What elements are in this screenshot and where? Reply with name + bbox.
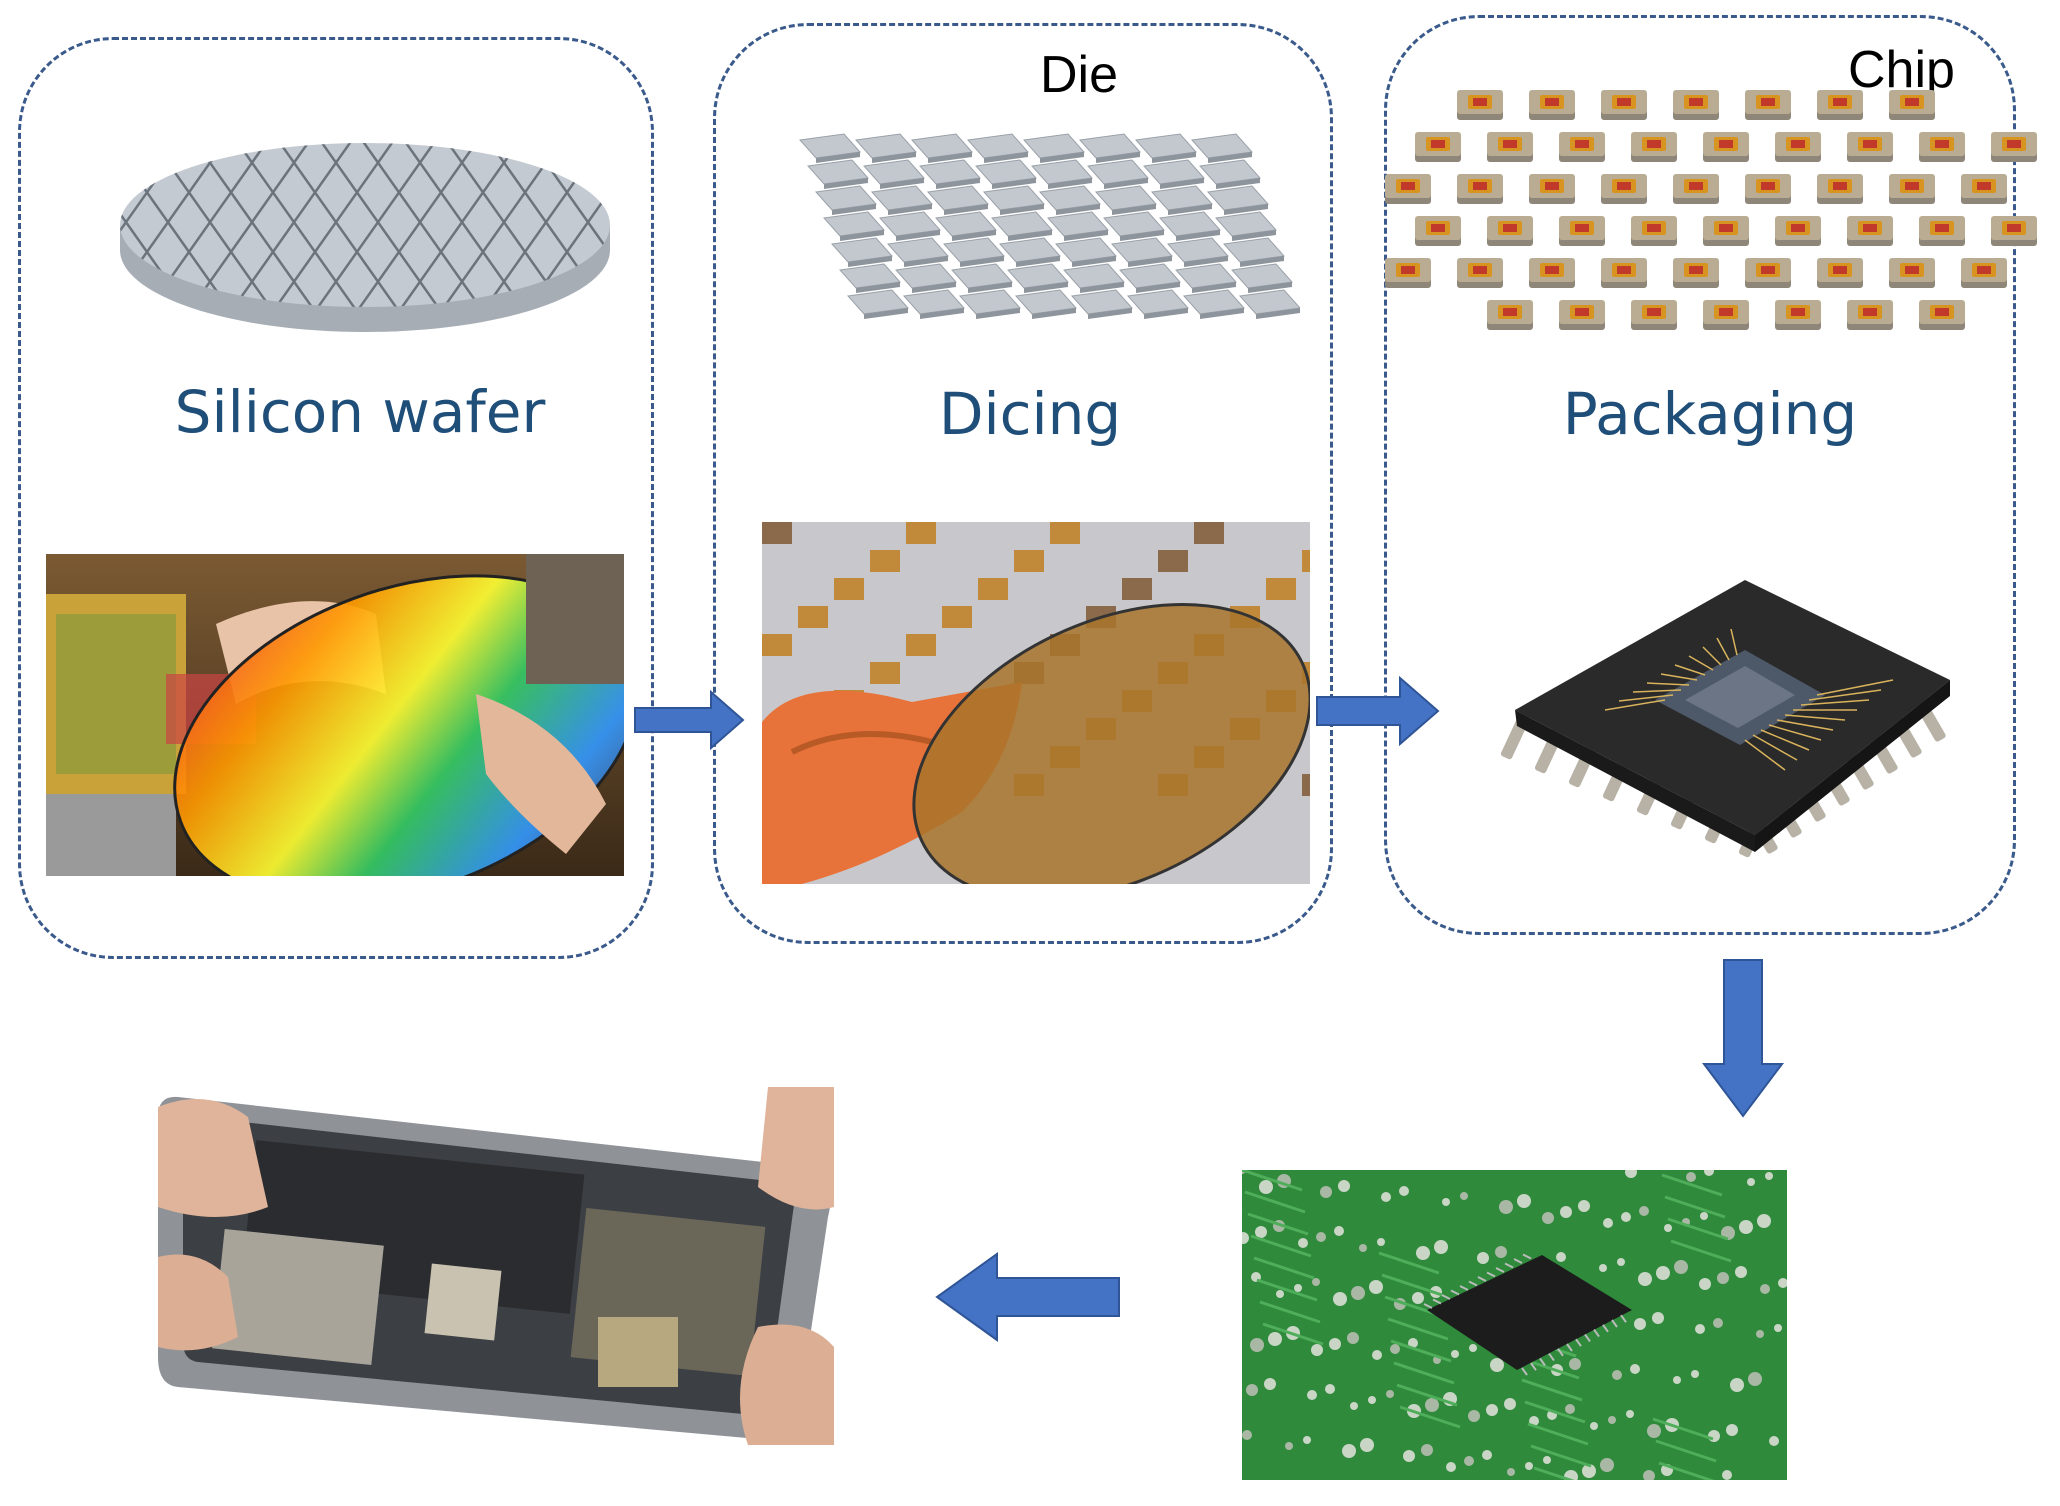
wafer-photo [46, 554, 624, 876]
dicing-dies-illustration [760, 110, 1300, 330]
arrow-right-1 [633, 690, 745, 750]
arrow-left [935, 1252, 1121, 1342]
chip-label: Chip [1848, 41, 1955, 99]
arrow-right-2 [1315, 676, 1440, 746]
die-label: Die [1040, 46, 1119, 104]
silicon-wafer-label: Silicon wafer [174, 378, 546, 446]
packaged-chips-illustration [1365, 80, 2045, 360]
arrow-down [1702, 958, 1784, 1118]
ic-chip-photo [1455, 560, 2000, 870]
packaging-label: Packaging [1562, 380, 1858, 448]
diced-wafer-photo [762, 522, 1310, 884]
pcb-photo [1242, 1170, 1787, 1480]
dicing-stage-box [713, 23, 1333, 944]
smartphone-photo [158, 1087, 834, 1445]
dicing-label: Dicing [938, 380, 1122, 448]
silicon-wafer-stage-box [18, 37, 654, 959]
packaging-stage-box [1384, 15, 2016, 935]
silicon-wafer-illustration [110, 140, 620, 340]
